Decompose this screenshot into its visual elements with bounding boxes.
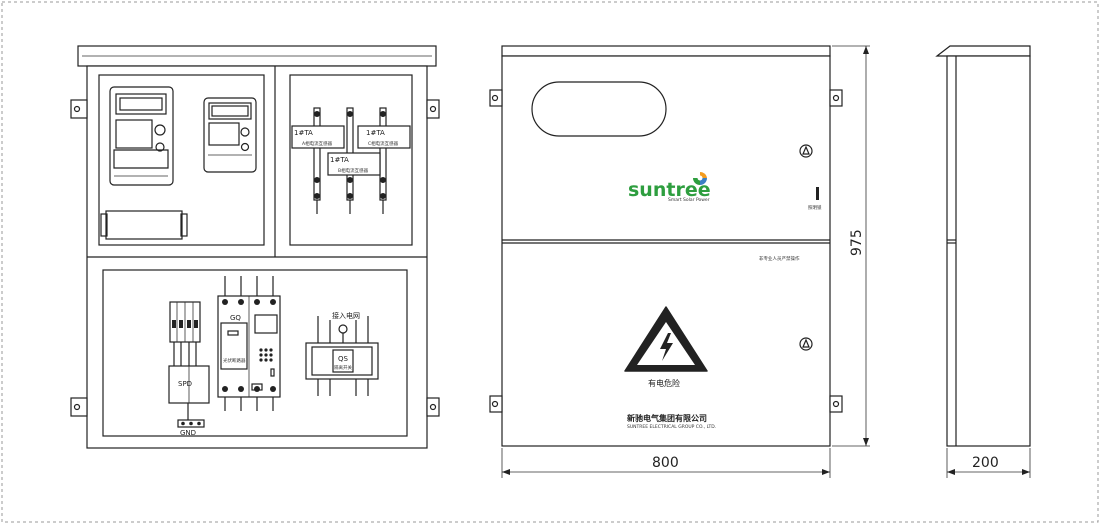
suntree-logo: suntree Smart Solar Power [628,171,711,203]
ct-sublabel-a: A相电流互感器 [302,140,333,147]
qs-label: QS [338,355,349,363]
lighting-lock-icon [816,187,819,200]
logo-swirl-icon [693,171,707,185]
front-mounting-ears [489,89,843,413]
depth-value: 200 [972,455,999,471]
ct-label-c: 1#TA [366,129,385,137]
company-name-en: SUNTREE ELECTRICAL GROUP CO., LTD. [627,424,716,430]
side-roof [935,45,1031,57]
ct-label-a: 1#TA [294,129,313,137]
front-body [501,55,831,447]
door-lock-bottom-icon [799,337,813,351]
current-transformers: 1#TA 1#TA 1#TA A相电流互感器 C相电流互感器 B相电流互感器 [291,107,411,214]
electrical-hazard-icon [624,306,708,372]
ct-sublabel-b: B相电流互感器 [338,167,369,174]
width-dimension: 800 [501,448,831,478]
terminal-block [100,210,188,240]
side-body [946,55,1031,447]
ct-sublabel-c: C相电流互感器 [368,140,399,147]
door-lock-top-icon [799,144,813,158]
depth-dimension: 200 [946,448,1031,478]
logo-tagline: Smart Solar Power [668,197,710,203]
danger-label: 有电危险 [648,378,680,388]
meter-compartment [98,74,265,246]
qs-sublabel: 隔离开关 [334,364,352,371]
energy-meter-1 [109,86,174,186]
ct-compartment [289,74,413,246]
meter-viewing-window [531,81,667,137]
width-value: 800 [652,455,679,471]
switchgear-compartment [102,269,408,437]
pv-breaker-gq: GQ 光伏断路器 [217,276,281,411]
gq-label: GQ [230,314,241,322]
lighting-lock-label: 照明锁 [808,204,822,211]
company-name-cn: 新驰电气集团有限公司 [627,413,707,423]
surge-protector-spd: SPD GND [168,301,210,437]
inside-view: 1#TA 1#TA 1#TA A相电流互感器 C相电流互感器 B相电流互感器 [70,45,440,449]
gq-sublabel: 光伏断路器 [223,357,246,364]
ct-label-b: 1#TA [330,156,349,164]
gnd-label: GND [180,429,196,437]
warning-top-text: 非专业人员严禁操作 [759,255,800,262]
isolator-switch-qs: 接入电网 QS 隔离开关 [305,311,379,396]
energy-meter-2 [203,97,257,173]
side-view: 200 [935,45,1031,478]
height-dimension: 975 [832,45,870,447]
front-roof [501,45,831,57]
qs-top-label: 接入电网 [332,311,360,320]
logo-text: suntree [628,179,711,201]
height-value: 975 [849,229,865,256]
spd-label: SPD [178,380,192,388]
mounting-ears [70,99,440,417]
front-view: 照明锁 suntree Smart Solar Power 非专业人员严禁操作 … [489,45,870,478]
